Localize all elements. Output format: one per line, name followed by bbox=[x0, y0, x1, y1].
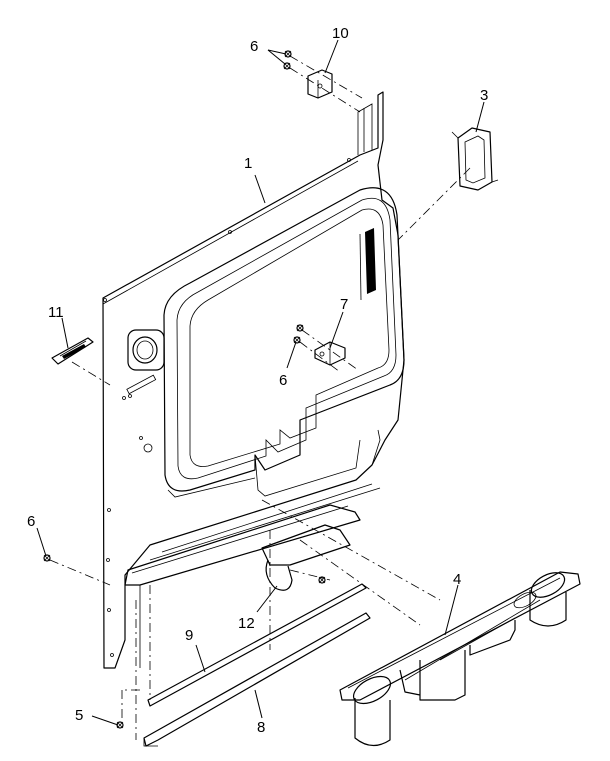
door-trim-panel bbox=[102, 91, 405, 669]
speaker-opening bbox=[127, 329, 165, 371]
callout-10: 10 bbox=[332, 25, 349, 42]
callout-8: 8 bbox=[257, 719, 265, 736]
cup-holder-tray bbox=[339, 571, 581, 747]
lower-strip bbox=[143, 612, 371, 747]
callout-11: 11 bbox=[48, 304, 64, 321]
seal-strip bbox=[147, 583, 367, 707]
upper-bracket bbox=[307, 69, 333, 99]
bracket bbox=[314, 341, 346, 366]
callout-3: 3 bbox=[480, 87, 488, 104]
callout-5: 5 bbox=[75, 707, 83, 724]
callout-6-middle: 6 bbox=[279, 372, 287, 389]
screw-icon bbox=[43, 554, 51, 562]
callout-4: 4 bbox=[453, 571, 461, 588]
callout-12: 12 bbox=[238, 615, 255, 632]
callout-6-left: 6 bbox=[27, 513, 35, 530]
screw-icon bbox=[318, 576, 326, 584]
screw-group bbox=[43, 50, 326, 729]
callout-9: 9 bbox=[185, 627, 193, 644]
handle-bezel bbox=[451, 127, 499, 191]
screw-icon bbox=[293, 336, 301, 344]
callout-labels: 1 6 10 3 11 7 6 6 4 12 9 8 5 bbox=[27, 25, 488, 736]
callout-1: 1 bbox=[244, 155, 252, 172]
callout-6-top: 6 bbox=[250, 38, 258, 55]
leader-lines bbox=[36, 39, 485, 726]
retainer-clip bbox=[261, 524, 351, 591]
pull-handle-bezel bbox=[51, 337, 94, 365]
assembly-lines bbox=[49, 55, 471, 740]
callout-7: 7 bbox=[340, 296, 348, 313]
